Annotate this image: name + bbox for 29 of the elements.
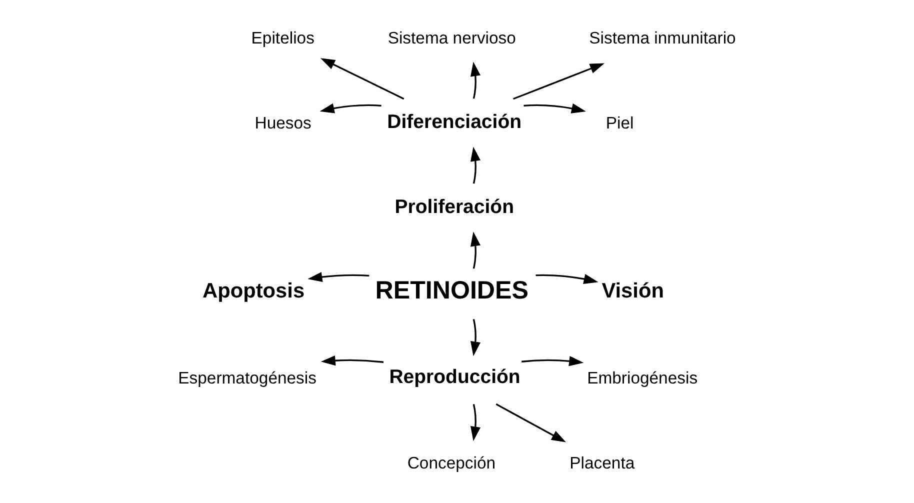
node-text: Apoptosis — [202, 279, 304, 302]
arrow — [470, 232, 480, 269]
arrow — [470, 146, 480, 184]
arrow — [495, 403, 566, 442]
node-text: Epitelios — [250, 28, 314, 48]
node-text: Placenta — [569, 453, 634, 472]
arrow — [320, 356, 384, 366]
node-text: Diferenciación — [386, 110, 522, 133]
node-text: Huesos — [254, 113, 311, 132]
arrow — [521, 356, 584, 366]
node-text: Piel — [605, 113, 634, 132]
arrow — [535, 274, 598, 284]
node-text: Espermatogénesis — [178, 368, 316, 388]
node-text: Visión — [601, 279, 664, 302]
arrow — [512, 63, 604, 100]
node-text: Proliferación — [394, 196, 514, 218]
node-text: Sistema nervioso — [387, 28, 516, 48]
node-text: Sistema inmunitario — [588, 28, 736, 48]
node-text: Reproducción — [388, 366, 520, 388]
arrow — [470, 319, 480, 356]
node-text: Concepción — [406, 453, 496, 472]
node-text: Embriogénesis — [586, 368, 698, 388]
arrow — [320, 58, 404, 100]
arrow — [307, 272, 369, 282]
arrow — [523, 103, 586, 114]
arrow — [470, 404, 480, 442]
arrow — [319, 103, 381, 114]
node-text: RETINOIDES — [374, 276, 528, 305]
arrow — [470, 62, 480, 99]
